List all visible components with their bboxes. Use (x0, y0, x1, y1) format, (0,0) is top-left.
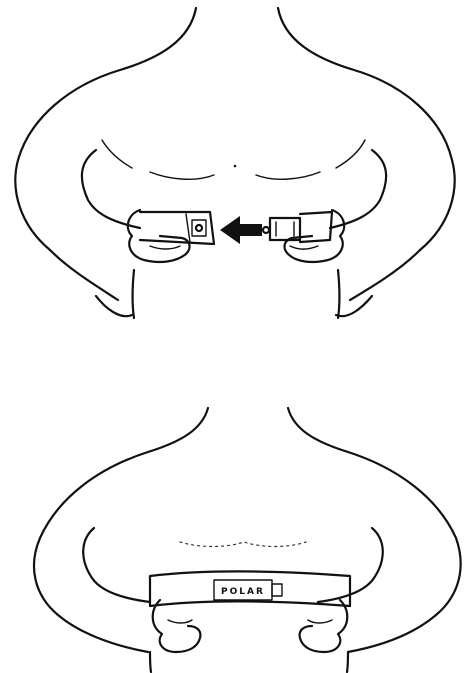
left-arm-2 (83, 528, 150, 602)
torso-outline-2 (34, 408, 208, 615)
chest-line-dashed (180, 542, 306, 547)
left-arm (50, 250, 132, 316)
figure-strap-fastened: POLAR (34, 408, 461, 672)
figure-fasten-connector (15, 8, 454, 318)
waist-left (133, 270, 135, 318)
sternum-dot (234, 165, 237, 168)
left-hand (128, 210, 190, 262)
strap-brand-label: POLAR (221, 587, 265, 597)
right-hand-2 (300, 600, 348, 652)
chest-line-left (150, 172, 214, 179)
waist-right-2 (347, 652, 348, 672)
transmitter-connector-socket (192, 220, 206, 236)
waist-left-2 (150, 652, 151, 672)
right-arm (336, 250, 420, 316)
torso-outline (15, 8, 196, 250)
waist-right (338, 270, 340, 318)
insert-arrow-icon (220, 216, 262, 244)
left-hand-2 (153, 600, 201, 652)
chest-line-right (256, 172, 320, 179)
